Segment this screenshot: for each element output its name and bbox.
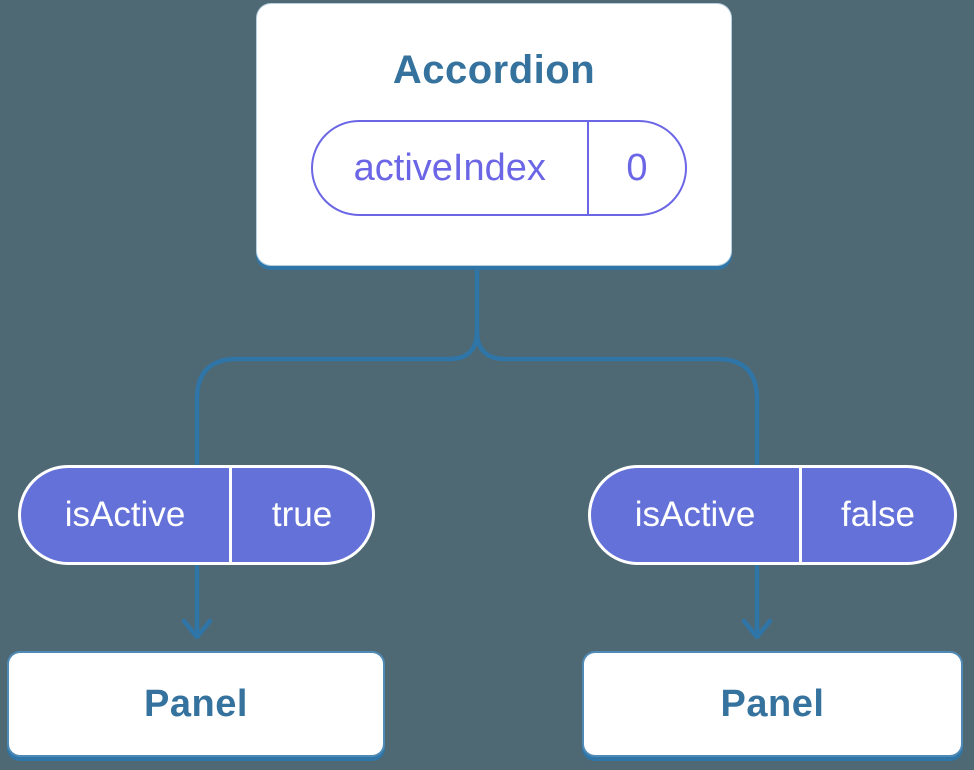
pill-divider (229, 468, 232, 562)
prop-pill-isactive-true: isActive true (18, 465, 375, 565)
arrow-down-right-icon (741, 564, 773, 640)
state-variable-pill: activeIndex 0 (311, 120, 687, 216)
prop-pill-isactive-false: isActive false (588, 465, 957, 565)
panel-node-left: Panel (7, 651, 385, 757)
state-variable-value: 0 (626, 146, 648, 189)
prop-value: false (841, 495, 915, 534)
component-title: Accordion (392, 48, 596, 92)
panel-node-right: Panel (582, 651, 963, 757)
arrow-down-left-icon (181, 564, 213, 640)
state-variable-name: activeIndex (353, 146, 546, 189)
prop-name: isActive (64, 495, 186, 534)
pill-divider (586, 122, 589, 214)
prop-value: true (271, 495, 333, 534)
branch-right-line (474, 328, 760, 466)
branch-left-line (194, 265, 480, 466)
accordion-component-node: Accordion activeIndex 0 (256, 3, 732, 266)
prop-name: isActive (634, 495, 756, 534)
pill-divider (799, 468, 802, 562)
